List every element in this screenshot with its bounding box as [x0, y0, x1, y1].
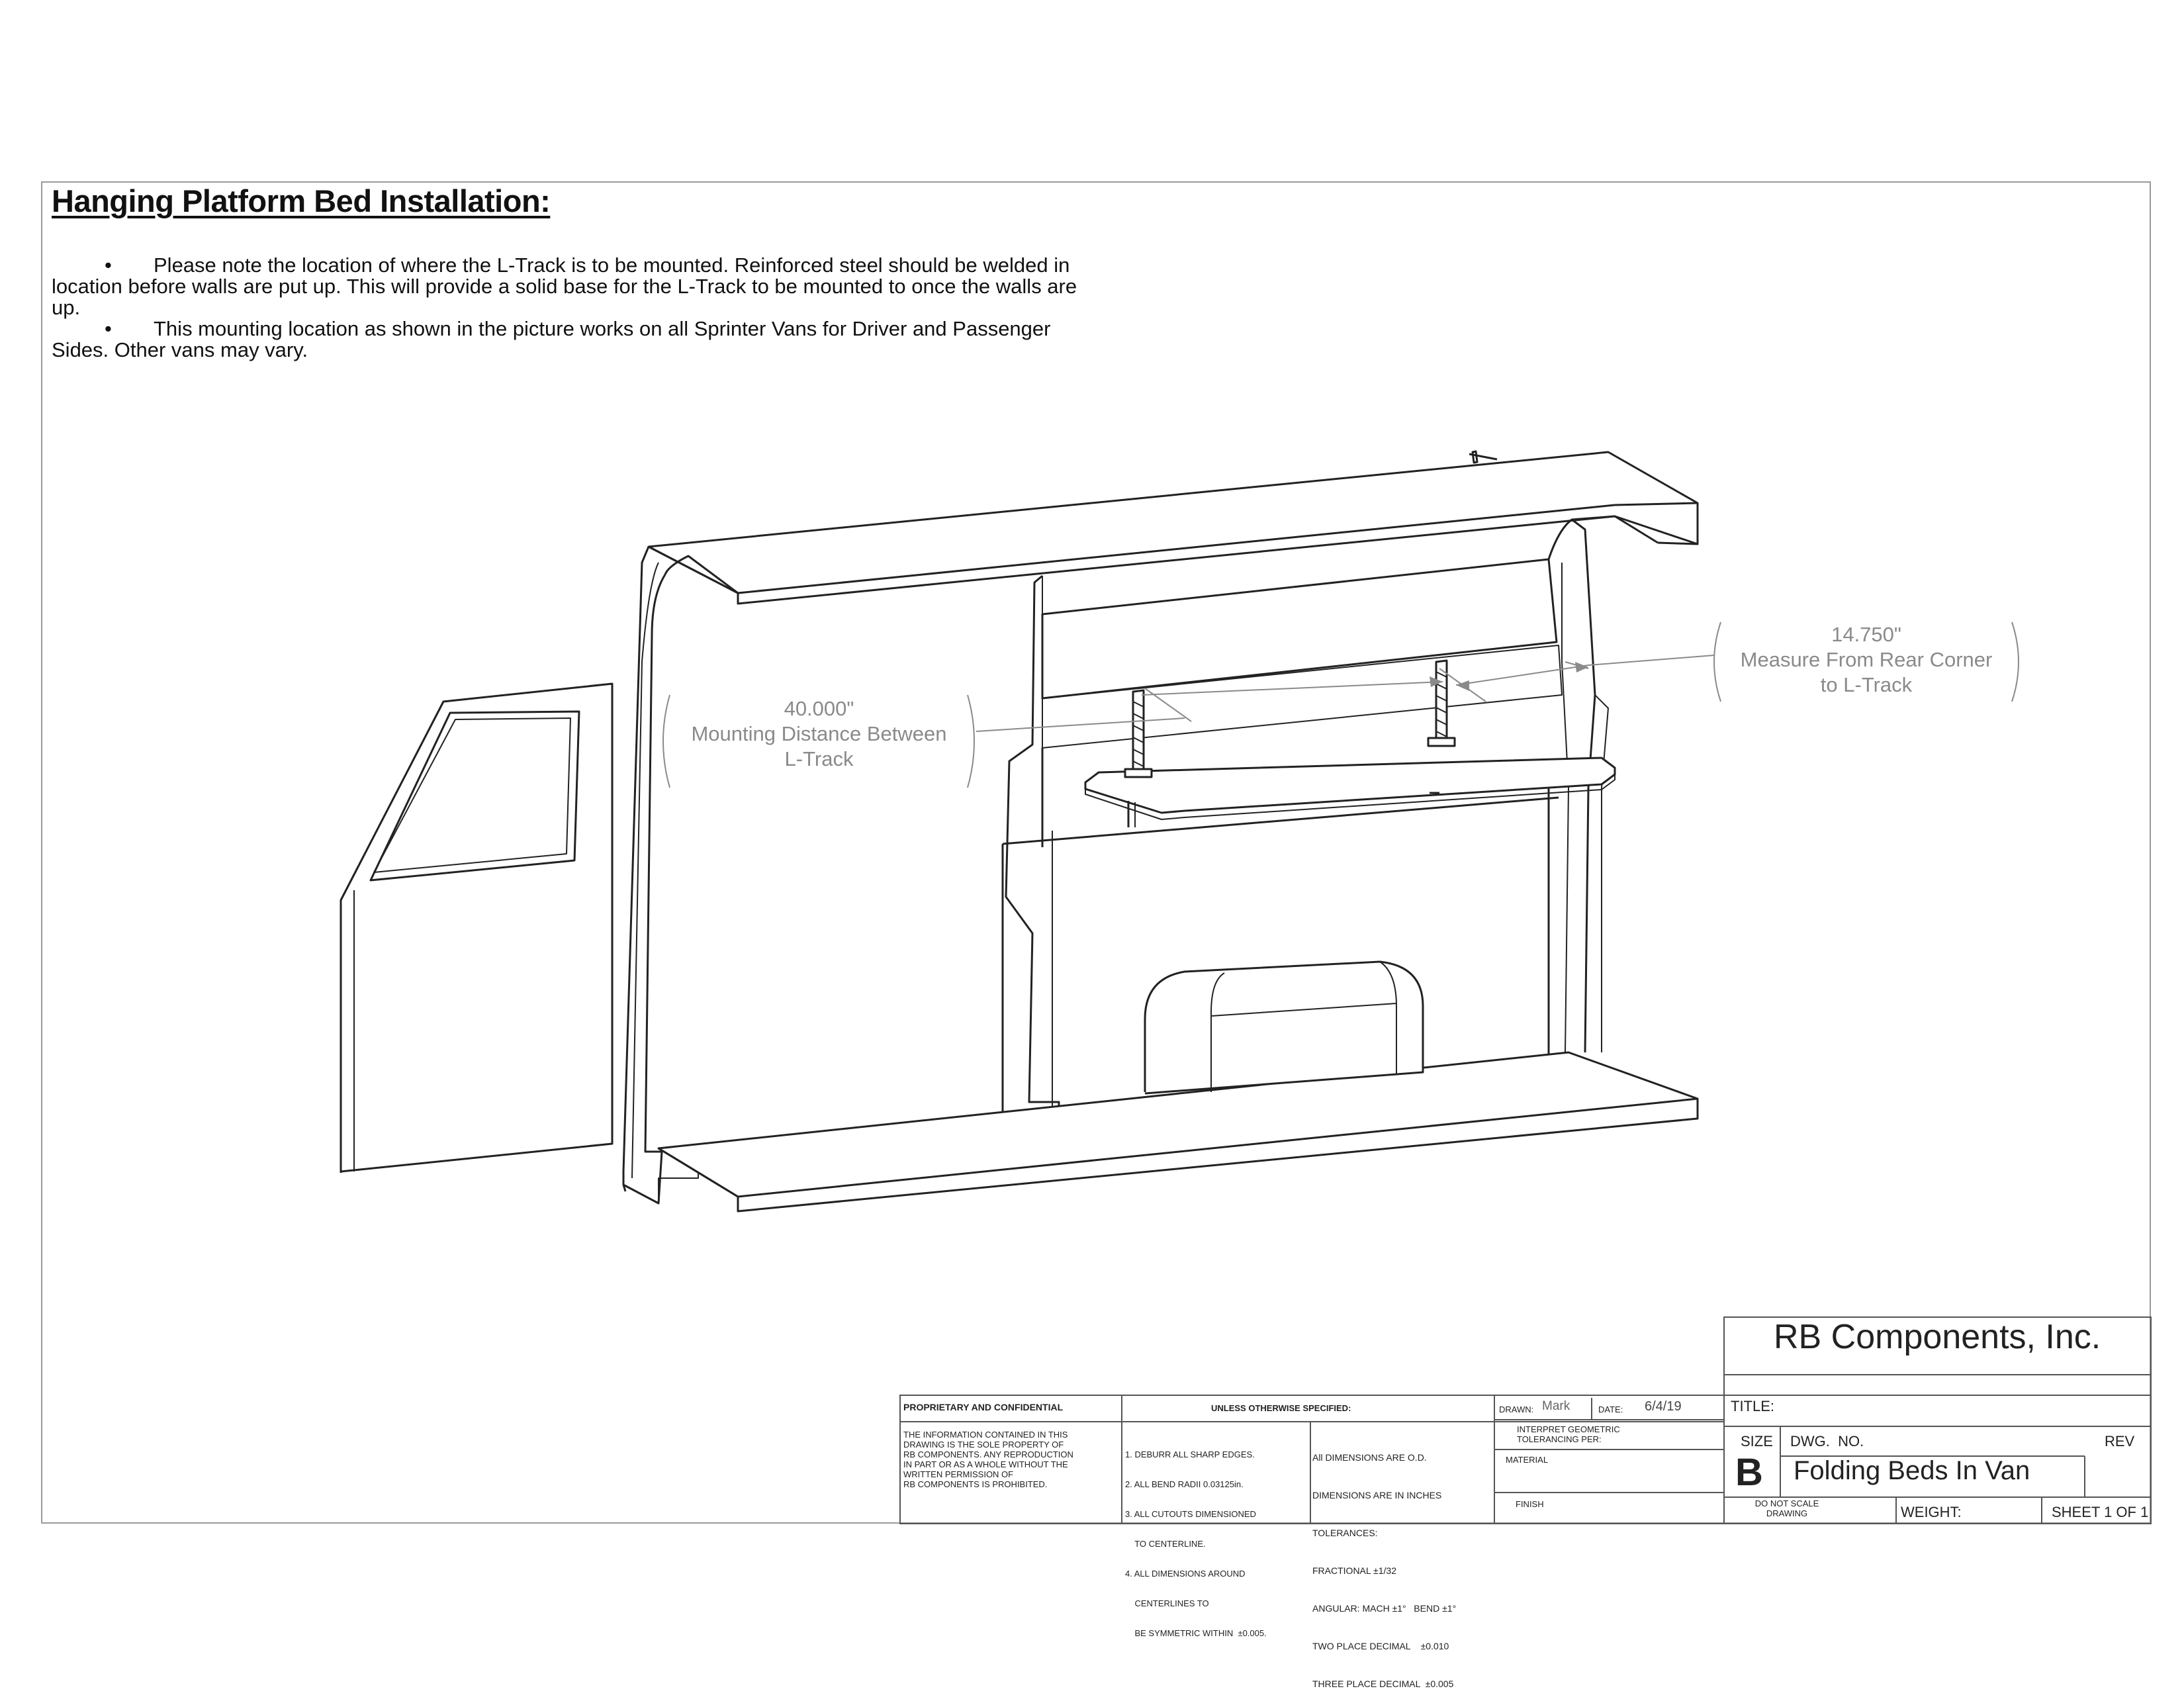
text-line: INTERPRET GEOMETRIC [1517, 1424, 1620, 1434]
roof-slab [647, 450, 1699, 605]
unless-header: UNLESS OTHERWISE SPECIFIED: [1211, 1403, 1351, 1413]
text-line: 2. ALL BEND RADII 0.03125in. [1125, 1479, 1244, 1489]
dimension-value: 40.000" [784, 697, 854, 720]
note-text: This mounting location as shown in the p… [52, 317, 1051, 361]
text-line: 4. ALL DIMENSIONS AROUND [1125, 1569, 1246, 1579]
sheet-number: SHEET 1 OF 1 [2052, 1504, 2149, 1520]
date-label: DATE: [1598, 1404, 1623, 1414]
text-line: All DIMENSIONS ARE O.D. [1312, 1452, 1427, 1463]
sheet-title: Hanging Platform Bed Installation: [52, 183, 551, 218]
rear-pillar [1547, 515, 1615, 1056]
dimension-label: to L-Track [1820, 673, 1913, 696]
do-not-scale: DO NOT SCALE DRAWING [1747, 1498, 1827, 1518]
dimension-value: 14.750" [1831, 623, 1901, 646]
drawing-name: Folding Beds In Van [1794, 1456, 2030, 1485]
dwg-no-label: DWG. NO. [1790, 1433, 1864, 1450]
text-line: THREE PLACE DECIMAL ±0.005 [1312, 1679, 1454, 1689]
note-text: Please note the location of where the L-… [52, 253, 1077, 319]
text-line: TOLERANCING PER: [1517, 1434, 1602, 1444]
van-floor [657, 1051, 1699, 1213]
drawn-by: Mark [1542, 1399, 1570, 1413]
text-line: TO CENTERLINE. [1125, 1539, 1206, 1549]
text-line: FRACTIONAL ±1/32 [1312, 1565, 1396, 1576]
title-block-grid [899, 1316, 2152, 1524]
rear-wall [1001, 558, 1563, 1122]
size-label: SIZE [1741, 1433, 1773, 1450]
text-line: IN PART OR AS A WHOLE WITHOUT THE [903, 1459, 1068, 1469]
note-item: • Please note the location of where the … [52, 255, 1084, 318]
drawn-label: DRAWN: [1499, 1404, 1534, 1414]
l-track-left [1124, 689, 1153, 778]
drawing-date: 6/4/19 [1645, 1399, 1682, 1414]
dimension-lines [662, 621, 2019, 788]
dimension-label: Measure From Rear Corner [1740, 648, 1993, 671]
text-line: TWO PLACE DECIMAL ±0.010 [1312, 1641, 1449, 1651]
title-label: TITLE: [1731, 1398, 1775, 1414]
dimension-line-40 [1141, 681, 1443, 696]
dimension-label: L-Track [784, 747, 854, 770]
interpret-tolerancing: INTERPRET GEOMETRIC TOLERANCING PER: [1517, 1424, 1620, 1444]
text-line: BE SYMMETRIC WITHIN ±0.005. [1125, 1628, 1267, 1638]
dimension-label: Mounting Distance Between [691, 722, 947, 745]
bullet-icon: • [105, 253, 112, 277]
dimension-arrows [1430, 662, 1588, 691]
text-line: ANGULAR: MACH ±1° BEND ±1° [1312, 1603, 1457, 1614]
proprietary-text: THE INFORMATION CONTAINED IN THIS DRAWIN… [903, 1430, 1073, 1489]
text-line: DO NOT SCALE [1754, 1498, 1819, 1508]
weight-label: WEIGHT: [1901, 1504, 1962, 1520]
tolerances: All DIMENSIONS ARE O.D. DIMENSIONS ARE I… [1312, 1426, 1456, 1703]
note-item: • This mounting location as shown in the… [52, 318, 1084, 361]
dimension-line-14 [1455, 665, 1589, 686]
platform-bed [1084, 757, 1616, 827]
finish-label: FINISH [1516, 1499, 1544, 1509]
text-line: DRAWING IS THE SOLE PROPERTY OF [903, 1440, 1064, 1450]
text-line: TOLERANCES: [1312, 1528, 1378, 1538]
text-line: DIMENSIONS ARE IN INCHES [1312, 1490, 1442, 1500]
bullet-icon: • [105, 317, 112, 340]
installation-notes: • Please note the location of where the … [52, 255, 1084, 361]
text-line: CENTERLINES TO [1125, 1598, 1209, 1608]
dimension-rear-corner: 14.750" Measure From Rear Corner to L-Tr… [1721, 622, 2012, 698]
size-value: B [1735, 1451, 1763, 1494]
text-line: RB COMPONENTS. ANY REPRODUCTION [903, 1450, 1073, 1459]
text-line: 1. DEBURR ALL SHARP EDGES. [1125, 1450, 1255, 1459]
company-name: RB Components, Inc. [1774, 1318, 2101, 1356]
text-line: RB COMPONENTS IS PROHIBITED. [903, 1479, 1048, 1489]
dimension-mounting-distance: 40.000" Mounting Distance Between L-Trac… [668, 696, 970, 772]
wheel-well [1144, 960, 1424, 1095]
text-line: THE INFORMATION CONTAINED IN THIS [903, 1430, 1068, 1440]
general-notes: 1. DEBURR ALL SHARP EDGES. 2. ALL BEND R… [1125, 1430, 1267, 1648]
rev-label: REV [2105, 1433, 2135, 1450]
text-line: DRAWING [1766, 1508, 1808, 1518]
front-pillar [622, 546, 739, 1205]
van-door [340, 682, 614, 1173]
material-label: MATERIAL [1506, 1455, 1549, 1465]
text-line: WRITTEN PERMISSION OF [903, 1469, 1014, 1479]
text-line: 3. ALL CUTOUTS DIMENSIONED [1125, 1509, 1256, 1519]
proprietary-header: PROPRIETARY AND CONFIDENTIAL [903, 1402, 1064, 1412]
l-track-right [1427, 659, 1456, 747]
